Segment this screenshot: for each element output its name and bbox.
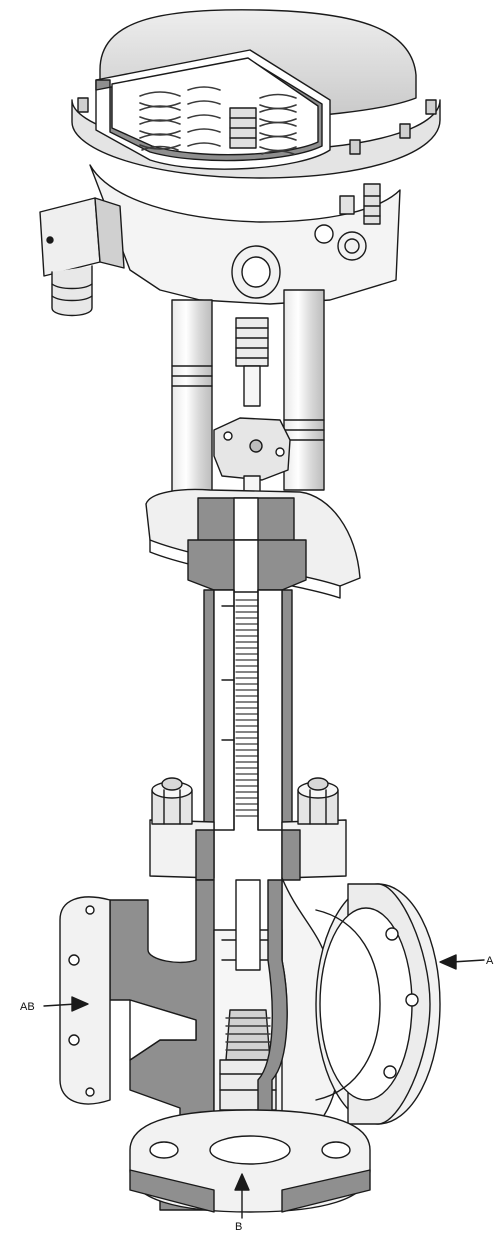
actuator-front-cap [231,245,281,299]
arrow-b [234,1173,250,1219]
flange-nut-left [151,777,193,825]
yoke-column-right [283,289,325,491]
electrical-connector [39,197,125,317]
arrow-a [439,954,485,970]
body-bonnet-flange [149,777,347,881]
port-flange-ab [59,896,111,1105]
stem-coupling [213,317,291,501]
port-flange-b [129,1109,371,1213]
bonnet-tube [203,589,215,831]
port-label-ab: AB [20,1001,35,1013]
pneumatic-fittings [314,183,381,261]
actuator-springs [139,86,297,155]
valve-plug-cage [213,879,283,1141]
bellows [235,599,259,817]
port-flange-a [315,883,441,1125]
port-label-a: A [486,955,494,967]
yoke-columns [171,289,325,511]
valve-body [59,877,441,1213]
actuator [39,9,441,317]
port-label-b: B [235,1221,243,1233]
flange-nut-right [297,777,339,825]
bonnet-section [187,497,307,831]
actuator-lower-housing [89,164,401,305]
arrow-ab [43,996,89,1012]
flow-arrows [43,954,485,1219]
yoke-column-left [171,299,213,511]
